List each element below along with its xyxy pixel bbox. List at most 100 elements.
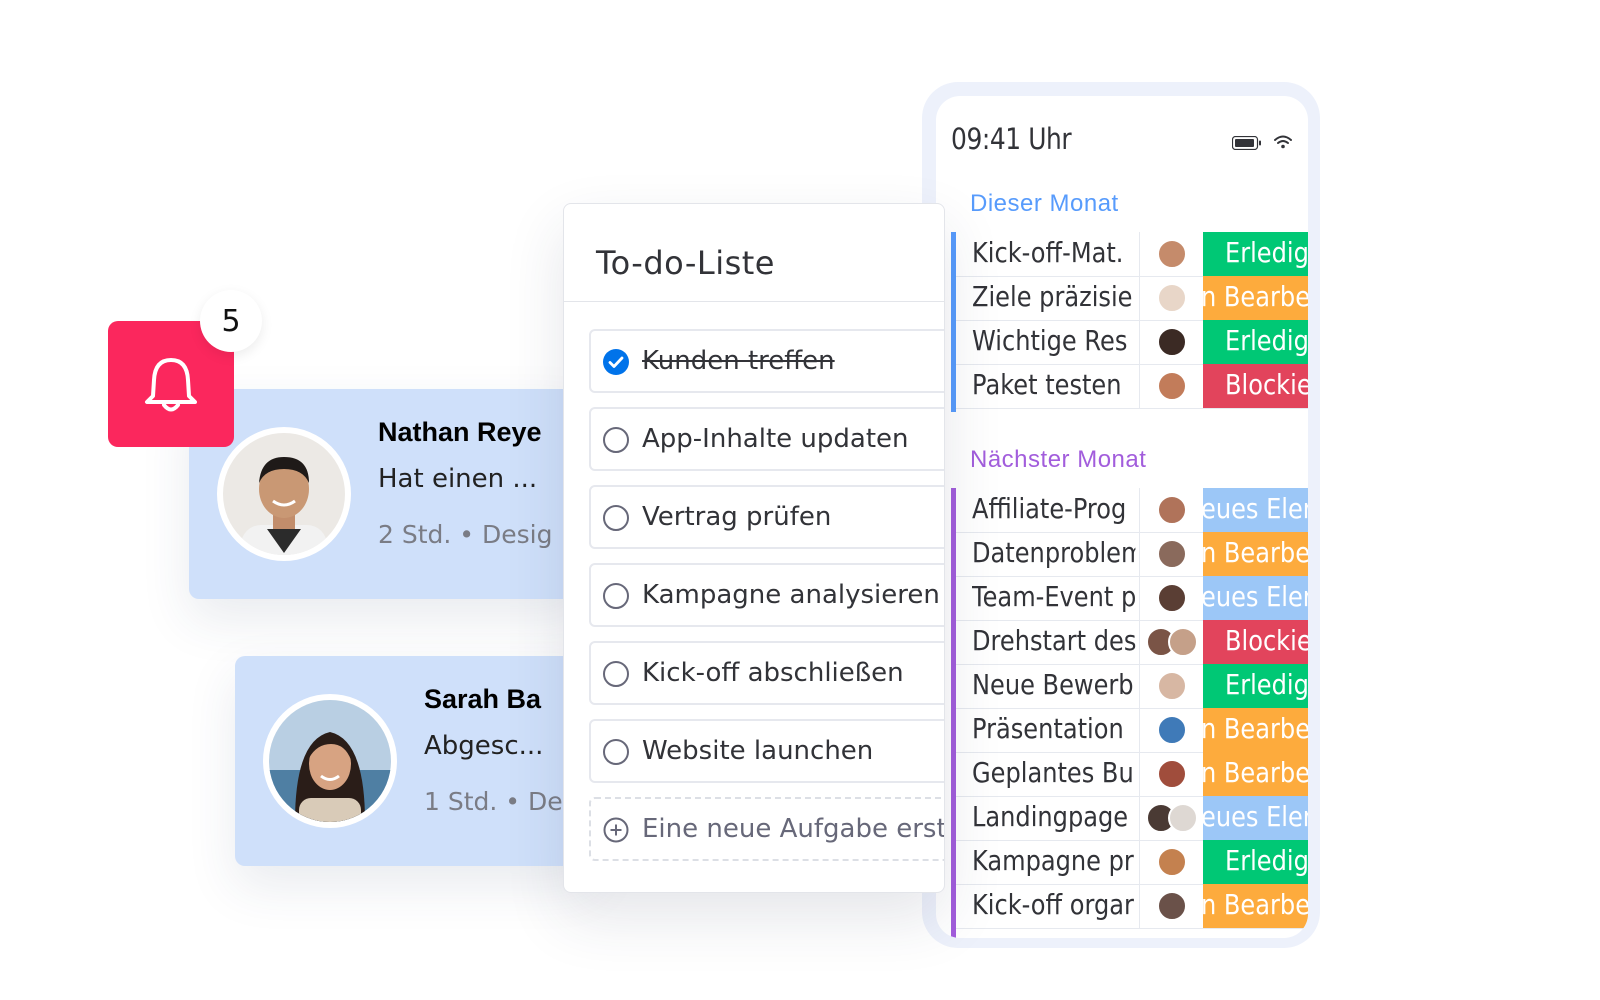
board-row[interactable]: Kick-off-Mat. Erledig — [956, 232, 1308, 277]
item-name-cell[interactable]: Kampagne pr — [956, 840, 1139, 884]
status-cell[interactable]: n Bearbei — [1203, 532, 1308, 576]
person-avatar — [1157, 495, 1187, 525]
people-cell[interactable] — [1140, 840, 1203, 884]
item-name: Paket testen — [972, 368, 1122, 401]
people-cell[interactable] — [1140, 664, 1203, 708]
person-avatar — [1157, 371, 1187, 401]
notification-card[interactable]: Nathan Reye Hat einen ... 2 Std. • Desig — [189, 389, 589, 599]
status-cell[interactable]: Blockie — [1203, 620, 1308, 664]
item-name-cell[interactable]: Ziele präzisie — [956, 276, 1139, 320]
board-row[interactable]: Team-Event p eues Eler — [956, 576, 1308, 621]
people-cell[interactable] — [1140, 708, 1203, 752]
cell-divider — [1139, 276, 1140, 320]
cell-divider — [1139, 884, 1140, 928]
status-label: Erledig — [1225, 844, 1308, 877]
people-cell[interactable] — [1140, 276, 1203, 320]
todo-item[interactable]: App-Inhalte updaten — [589, 407, 944, 471]
status-cell[interactable]: Erledig — [1203, 840, 1308, 884]
status-cell[interactable]: n Bearbei — [1203, 276, 1308, 320]
people-cell[interactable] — [1140, 620, 1203, 664]
status-cell[interactable]: n Bearbei — [1203, 708, 1308, 752]
item-name-cell[interactable]: Datenproblem — [956, 532, 1139, 576]
people-cell[interactable] — [1140, 576, 1203, 620]
unchecked-circle-icon[interactable] — [603, 427, 629, 453]
item-name-cell[interactable]: Team-Event p — [956, 576, 1139, 620]
avatar — [217, 427, 351, 561]
person-avatar — [1157, 583, 1187, 613]
status-label: Erledig — [1225, 324, 1308, 357]
board-row[interactable]: Landingpage eues Eler — [956, 796, 1308, 841]
cell-divider — [1139, 796, 1140, 840]
cell-divider — [1139, 320, 1140, 364]
unchecked-circle-icon[interactable] — [603, 661, 629, 687]
person-avatar — [1157, 759, 1187, 789]
notification-sender-name: Nathan Reye — [378, 417, 542, 447]
status-cell[interactable]: Erledig — [1203, 320, 1308, 364]
people-cell[interactable] — [1140, 488, 1203, 532]
todo-item[interactable]: Kunden treffen — [589, 329, 944, 393]
board-row[interactable]: Geplantes Bu n Bearbei — [956, 752, 1308, 797]
board-row[interactable]: Ziele präzisie n Bearbei — [956, 276, 1308, 321]
unchecked-circle-icon[interactable] — [603, 739, 629, 765]
todo-item[interactable]: Vertrag prüfen — [589, 485, 944, 549]
people-cell[interactable] — [1140, 752, 1203, 796]
notification-count-badge: 5 — [200, 290, 262, 352]
board-row[interactable]: Kick-off orgar n Bearbei — [956, 884, 1308, 929]
item-name: Drehstart des — [972, 624, 1136, 657]
status-cell[interactable]: n Bearbei — [1203, 884, 1308, 928]
people-cell[interactable] — [1140, 364, 1203, 408]
status-cell[interactable]: Erledig — [1203, 232, 1308, 276]
item-name: Kampagne pr — [972, 844, 1134, 877]
item-name-cell[interactable]: Paket testen — [956, 364, 1139, 408]
item-name-cell[interactable]: Drehstart des — [956, 620, 1139, 664]
status-cell[interactable]: eues Eler — [1203, 576, 1308, 620]
item-name-cell[interactable]: Landingpage — [956, 796, 1139, 840]
board-row[interactable]: Kampagne pr Erledig — [956, 840, 1308, 885]
unchecked-circle-icon[interactable] — [603, 583, 629, 609]
todo-item-label: App-Inhalte updaten — [642, 424, 909, 454]
group-title: Dieser Monat — [970, 190, 1119, 217]
todo-item[interactable]: Website launchen — [589, 719, 944, 783]
todo-title: To-do-Liste — [596, 244, 775, 282]
people-cell[interactable] — [1140, 884, 1203, 928]
phone-screen: 09:41 Uhr Dieser Monat Kick-off-Mat.Erle… — [936, 96, 1308, 938]
item-name-cell[interactable]: Kick-off orgar — [956, 884, 1139, 928]
status-cell[interactable]: n Bearbei — [1203, 752, 1308, 796]
item-name-cell[interactable]: Neue Bewerb — [956, 664, 1139, 708]
board-row[interactable]: Wichtige Res Erledig — [956, 320, 1308, 365]
people-cell[interactable] — [1140, 320, 1203, 364]
people-cell[interactable] — [1140, 232, 1203, 276]
board-row[interactable]: Neue Bewerb Erledig — [956, 664, 1308, 709]
item-name-cell[interactable]: Wichtige Res — [956, 320, 1139, 364]
new-task-input[interactable]: Eine neue Aufgabe erst — [589, 797, 944, 861]
board-row[interactable]: Paket testen Blockie — [956, 364, 1308, 409]
board-row[interactable]: Datenproblem n Bearbei — [956, 532, 1308, 577]
person-avatar — [1157, 715, 1187, 745]
status-label: eues Eler — [1203, 800, 1308, 833]
status-cell[interactable]: Erledig — [1203, 664, 1308, 708]
board-row[interactable]: Affiliate-Prog eues Eler — [956, 488, 1308, 533]
item-name-cell[interactable]: Geplantes Bu — [956, 752, 1139, 796]
divider — [564, 301, 944, 302]
status-label: n Bearbei — [1203, 712, 1308, 745]
item-name-cell[interactable]: Affiliate-Prog — [956, 488, 1139, 532]
notification-card[interactable]: Sarah Ba Abgesc... 1 Std. • De — [235, 656, 595, 866]
people-cell[interactable] — [1140, 796, 1203, 840]
people-cell[interactable] — [1140, 532, 1203, 576]
board-row[interactable]: Drehstart des Blockie — [956, 620, 1308, 665]
item-name-cell[interactable]: Kick-off-Mat. — [956, 232, 1139, 276]
checked-circle-icon[interactable] — [603, 349, 629, 375]
status-label: n Bearbei — [1203, 756, 1308, 789]
notification-sender-name: Sarah Ba — [424, 684, 542, 714]
status-cell[interactable]: eues Eler — [1203, 796, 1308, 840]
cell-divider — [1139, 708, 1140, 752]
item-name-cell[interactable]: Präsentation — [956, 708, 1139, 752]
todo-item[interactable]: Kampagne analysieren — [589, 563, 944, 627]
status-cell[interactable]: Blockie — [1203, 364, 1308, 408]
avatar — [263, 694, 397, 828]
todo-item[interactable]: Kick-off abschließen — [589, 641, 944, 705]
board-row[interactable]: Präsentation n Bearbei — [956, 708, 1308, 753]
unchecked-circle-icon[interactable] — [603, 505, 629, 531]
item-name: Geplantes Bu — [972, 756, 1134, 789]
status-cell[interactable]: eues Eler — [1203, 488, 1308, 532]
